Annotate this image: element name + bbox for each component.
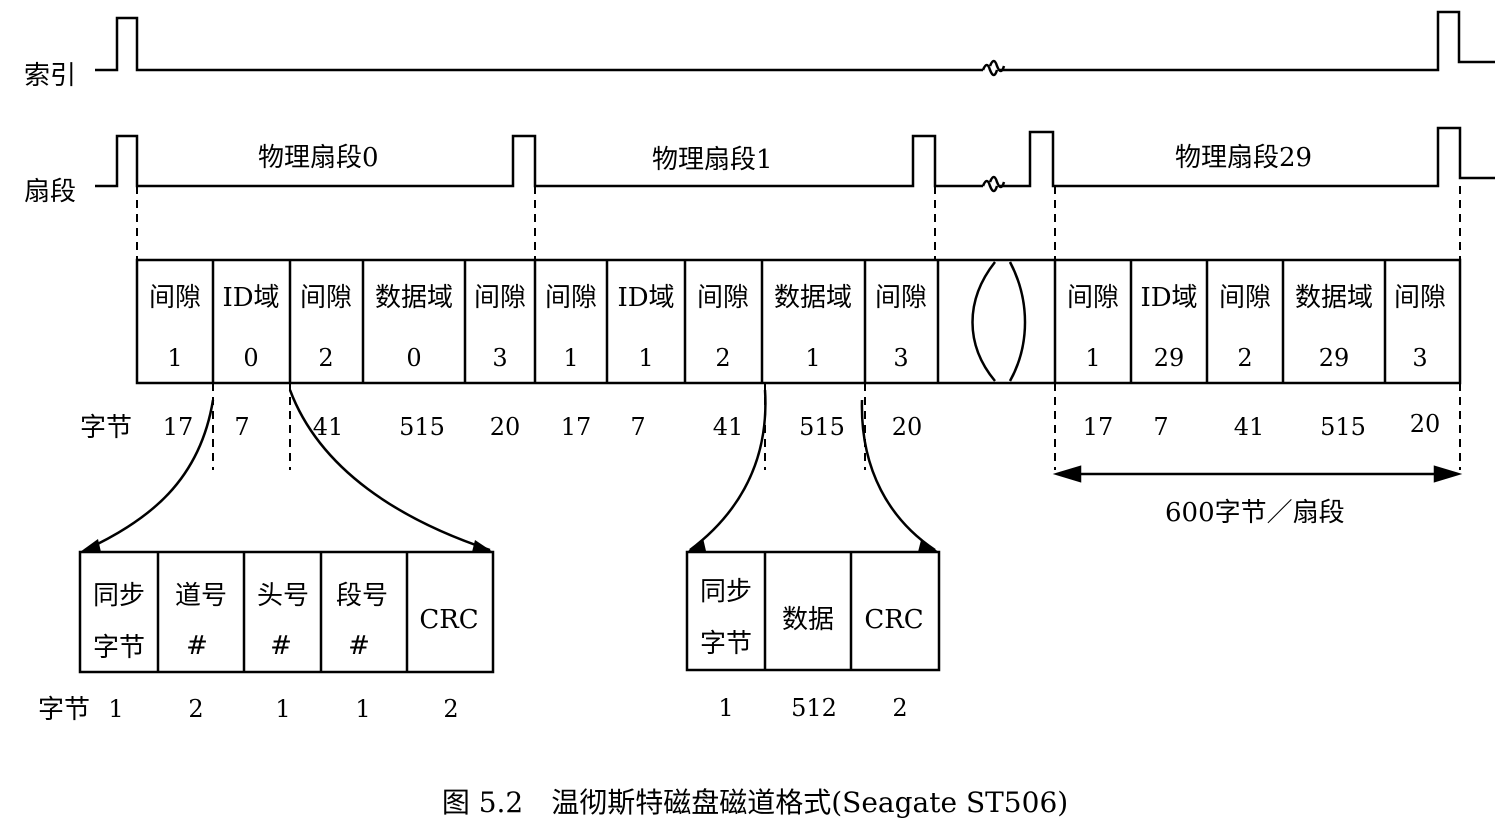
byte-count: 7 [630, 413, 645, 441]
sector-title: 物理扇段29 [1175, 143, 1312, 173]
expand-arrow [860, 399, 936, 552]
track-cell-bottom: 2 [715, 344, 730, 372]
byte-count: 41 [1234, 413, 1265, 441]
track-cell-top: 间隙 [697, 283, 749, 313]
track-cell-top: ID域 [617, 283, 674, 313]
track-cell-top: 间隙 [1067, 283, 1119, 313]
byte-count: 515 [799, 413, 845, 441]
expand-arrow [689, 389, 767, 551]
byte-count: 7 [1153, 413, 1168, 441]
track-cell-bottom: 1 [1085, 344, 1100, 372]
track-cell-bottom: 2 [318, 344, 333, 372]
byte-count: 515 [1320, 413, 1366, 441]
track-cell-top: 数据域 [375, 283, 453, 313]
track-cell-top: 间隙 [149, 283, 201, 313]
sector-break-mark [981, 175, 1006, 193]
arrow-left-icon [1052, 465, 1082, 483]
id-field-cell-line2: 字节 [93, 633, 145, 663]
data-field-cell-line1: CRC [864, 605, 923, 635]
index-waveform-right [1000, 10, 1495, 72]
sector-total-label: 600字节／扇段 [1165, 498, 1345, 528]
id-field-cell-line2: # [186, 631, 208, 661]
arrowhead-icon [687, 538, 706, 552]
track-cell-top: ID域 [222, 283, 279, 313]
id-field-cell-line1: CRC [419, 605, 478, 635]
id-field-byte-count: 2 [188, 695, 203, 723]
sector-label: 扇段 [24, 177, 76, 207]
byte-count: 20 [892, 413, 923, 441]
track-cell-top: 间隙 [1394, 283, 1446, 313]
track-cell-top: 间隙 [545, 283, 597, 313]
data-field-cell-line1: 同步 [700, 577, 752, 607]
track-cell-bottom: 1 [638, 344, 653, 372]
track-cell-bottom: 3 [492, 344, 507, 372]
expand-arrow [84, 399, 215, 552]
id-field-cell-line1: 道号 [175, 581, 227, 611]
track-cell-bottom: 3 [893, 344, 908, 372]
arrowhead-icon [472, 540, 493, 552]
arrowhead-icon [80, 539, 101, 552]
id-field-cell-line2: # [270, 631, 292, 661]
byte-count: 17 [1083, 413, 1114, 441]
data-field-cell-line1: 数据 [782, 605, 834, 635]
byte-count: 17 [561, 413, 592, 441]
id-field-cell-line1: 段号 [336, 581, 388, 611]
track-cell-bottom: 1 [563, 344, 578, 372]
track-cell-bottom: 1 [167, 344, 182, 372]
data-field-byte-count: 1 [718, 694, 733, 722]
byte-count: 7 [234, 413, 249, 441]
byte-count: 17 [163, 413, 194, 441]
id-field-cell-line1: 同步 [93, 581, 145, 611]
track-cell-top: 间隙 [300, 283, 352, 313]
byte-count: 41 [713, 413, 744, 441]
byte-count: 20 [490, 413, 521, 441]
track-cell-bottom: 2 [1237, 344, 1252, 372]
track-box [135, 258, 1462, 385]
track-cell-bottom: 0 [243, 344, 258, 372]
id-field-byte-count: 1 [275, 695, 290, 723]
data-field-byte-count: 2 [892, 694, 907, 722]
track-cell-bottom: 29 [1154, 344, 1185, 372]
index-break-mark [981, 59, 1006, 77]
track-cell-bottom: 1 [805, 344, 820, 372]
track-cell-top: 间隙 [474, 283, 526, 313]
expand-arrow [288, 389, 491, 552]
id-field-box [78, 550, 495, 674]
track-cell-top: 间隙 [1219, 283, 1271, 313]
byte-count: 41 [313, 413, 344, 441]
track-cell-bottom: 29 [1319, 344, 1350, 372]
figure-caption: 图 5.2 温彻斯特磁盘磁道格式(Seagate ST506) [442, 786, 1068, 819]
arrow-right-icon [1433, 465, 1463, 483]
track-cell-top: ID域 [1140, 283, 1197, 313]
track-cell-top: 数据域 [1295, 283, 1373, 313]
sector-title: 物理扇段1 [652, 145, 773, 175]
byte-count: 20 [1410, 410, 1441, 438]
track-cell-top: 间隙 [875, 283, 927, 313]
data-field-byte-count: 512 [791, 694, 837, 722]
data-field-box [685, 550, 941, 672]
data-field-cell-line2: 字节 [700, 629, 752, 659]
sector-title: 物理扇段0 [258, 143, 379, 173]
id-field-byte-count: 1 [108, 695, 123, 723]
index-label: 索引 [24, 61, 76, 91]
track-cell-top: 数据域 [774, 283, 852, 313]
bytes-row-label: 字节 [80, 413, 132, 443]
track-cell-bottom: 0 [406, 344, 421, 372]
id-field-cell-line1: 头号 [257, 581, 309, 611]
sector-waveform-left [95, 134, 983, 188]
track-cell-bottom: 3 [1412, 344, 1427, 372]
id-field-cell-line2: # [348, 631, 370, 661]
byte-count: 515 [399, 413, 445, 441]
arrowhead-icon [918, 540, 939, 552]
id-field-byte-count: 1 [355, 695, 370, 723]
track-break-mark [971, 261, 1027, 382]
id-field-byte-count: 2 [443, 695, 458, 723]
id-field-bytes-label: 字节 [38, 695, 90, 725]
sector-waveform-right [1000, 126, 1495, 188]
index-waveform-left [95, 16, 983, 72]
